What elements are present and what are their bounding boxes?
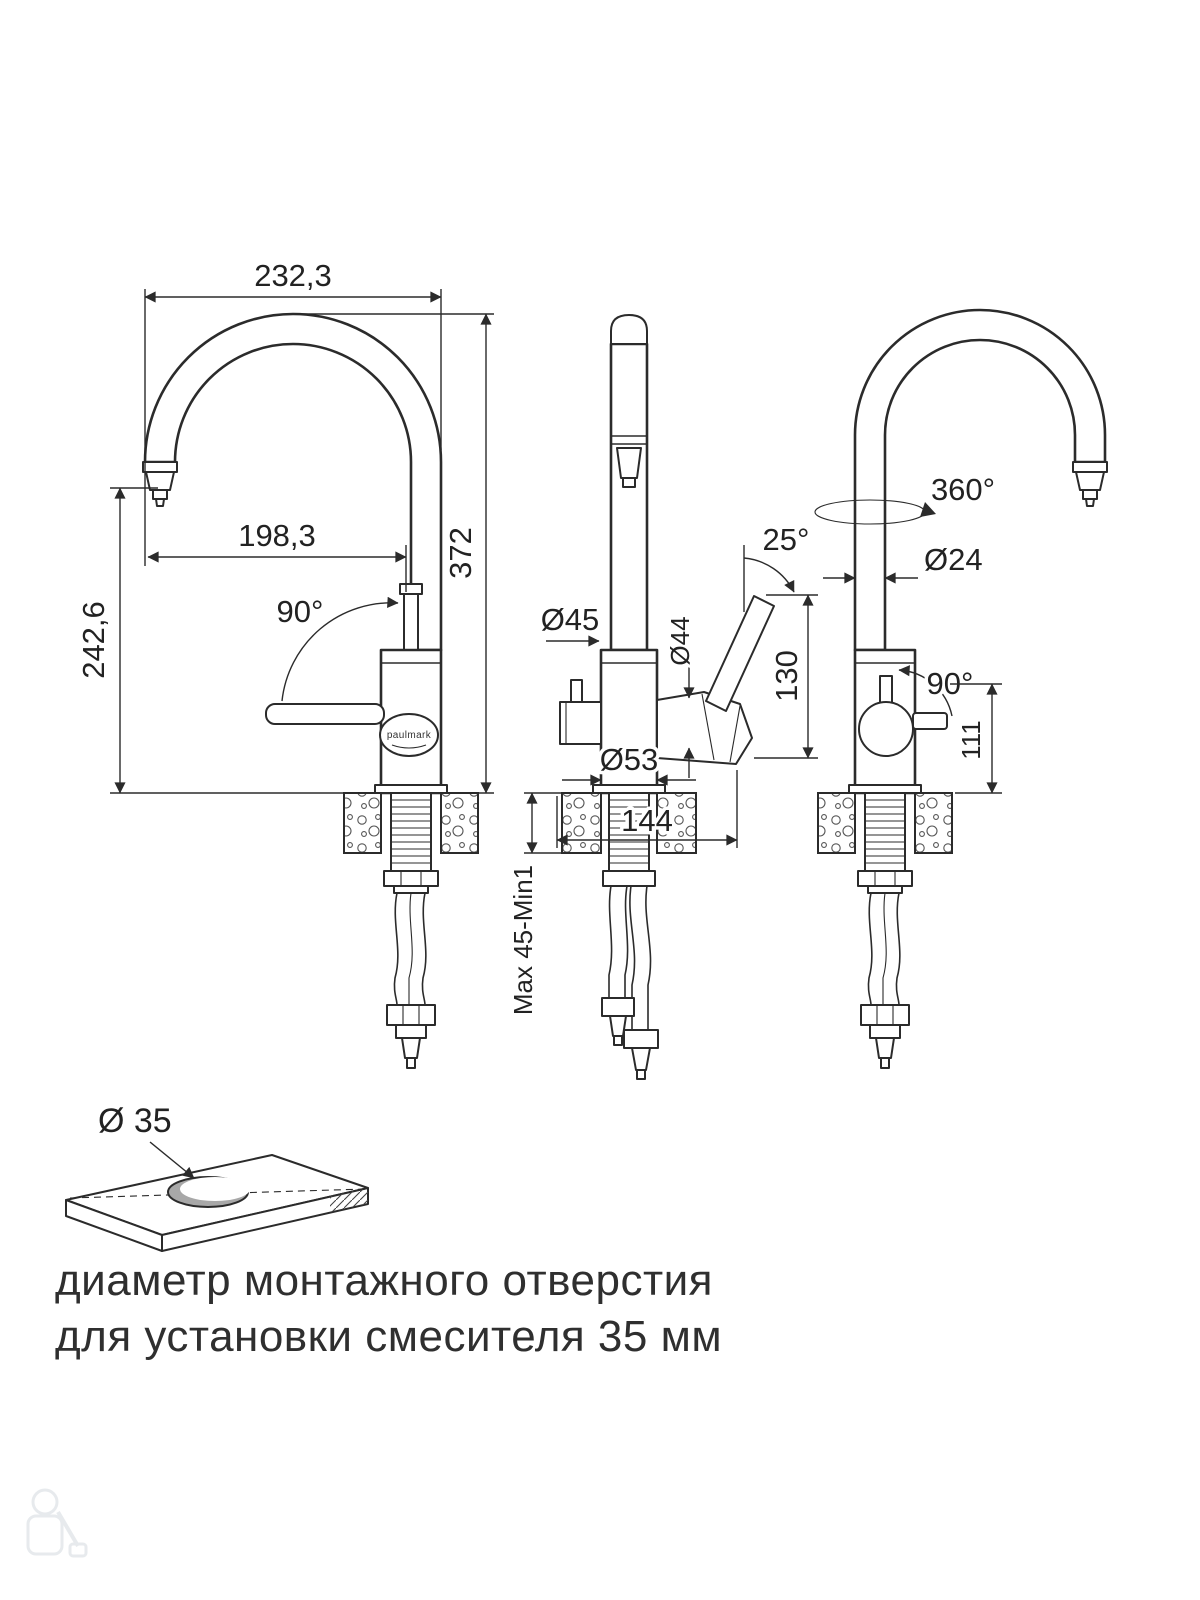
aerator-front [616, 447, 642, 479]
base-flange-right [848, 784, 922, 794]
brand-logo-text: paulmark [387, 730, 432, 741]
handle-joint [656, 691, 753, 765]
view-side-right: 360° Ø24 90° 111 [814, 308, 1108, 1069]
dim-hole-diameter: Ø 35 [98, 1102, 172, 1140]
dim-spout-height: 242,6 [76, 601, 111, 679]
aerator-front-tip [622, 477, 636, 488]
caption: диаметр монтажного отверстия для установ… [55, 1256, 722, 1361]
aerator-nozzle [155, 498, 165, 507]
handle-lever [705, 595, 775, 712]
lever-stub [912, 712, 948, 730]
watermark-icon [26, 1488, 88, 1558]
base-flange [374, 784, 448, 794]
caption-line-2: для установки смесителя 35 мм [55, 1312, 722, 1361]
dim-base-width: 144 [621, 803, 673, 838]
dim-spout-reach: 198,3 [238, 518, 316, 553]
handle-stem-right [879, 675, 893, 705]
dimensions-front: Ø45 Ø44 25° 130 Ø53 144 Max 45-Min1 [505, 519, 818, 1018]
dim-handle-length: 130 [769, 650, 804, 702]
dim-spout-diameter: Ø24 [924, 542, 983, 577]
aerator-collar [142, 461, 178, 473]
slab-front-right-hatch [330, 1188, 368, 1212]
dim-counter-thickness: Max 45-Min1 [508, 865, 538, 1015]
view-side-left: paulmark 232,3 372 198,3 242,6 90° [73, 255, 494, 1069]
mount-assembly-left [343, 792, 479, 1069]
mount-assembly-front [561, 792, 697, 1080]
aerator-body-right [1075, 471, 1105, 491]
dimensions-side-right: 360° Ø24 90° 111 [814, 469, 1002, 794]
aerator-tip-right [1082, 489, 1098, 500]
caption-line-1: диаметр монтажного отверстия [55, 1256, 713, 1305]
dim-base-diameter: Ø53 [600, 742, 659, 777]
riser-tube [609, 342, 649, 652]
base-flange-front [592, 784, 666, 794]
mounting-hole-detail: Ø 35 [65, 1099, 369, 1252]
dim-handle-tilt: 25° [763, 522, 810, 557]
filter-spigot-stem [570, 679, 583, 703]
slab-front-left-face [65, 1199, 163, 1252]
aerator-collar-right [1072, 461, 1108, 473]
dim-cartridge-diameter: Ø44 [665, 616, 695, 665]
dim-swivel-angle: 360° [931, 472, 995, 507]
side-lever [265, 703, 385, 725]
brand-logo-swoosh [391, 744, 427, 749]
mount-assembly-right [817, 792, 953, 1069]
dimensions-side-left: 232,3 372 198,3 242,6 90° [73, 255, 494, 794]
aerator-body [145, 471, 175, 491]
aerator-tip [152, 489, 168, 500]
faucet-body-front [599, 648, 659, 795]
handle-knob [399, 583, 423, 595]
filter-spigot [559, 701, 602, 745]
aerator-nozzle-right [1085, 498, 1095, 507]
dim-body-diameter: Ø45 [541, 602, 600, 637]
handle-pivot [858, 701, 914, 757]
dim-overall-height: 372 [443, 527, 478, 579]
spout-gooseneck-right [853, 308, 1107, 652]
riser-cap [610, 314, 648, 345]
handle-stem [403, 591, 419, 653]
dim-handle-swing-left: 90° [277, 594, 324, 629]
dim-handle-height: 111 [956, 720, 986, 760]
view-front: Ø45 Ø44 25° 130 Ø53 144 Max 45-Min1 [505, 314, 818, 1080]
dim-overall-width: 232,3 [254, 258, 332, 293]
